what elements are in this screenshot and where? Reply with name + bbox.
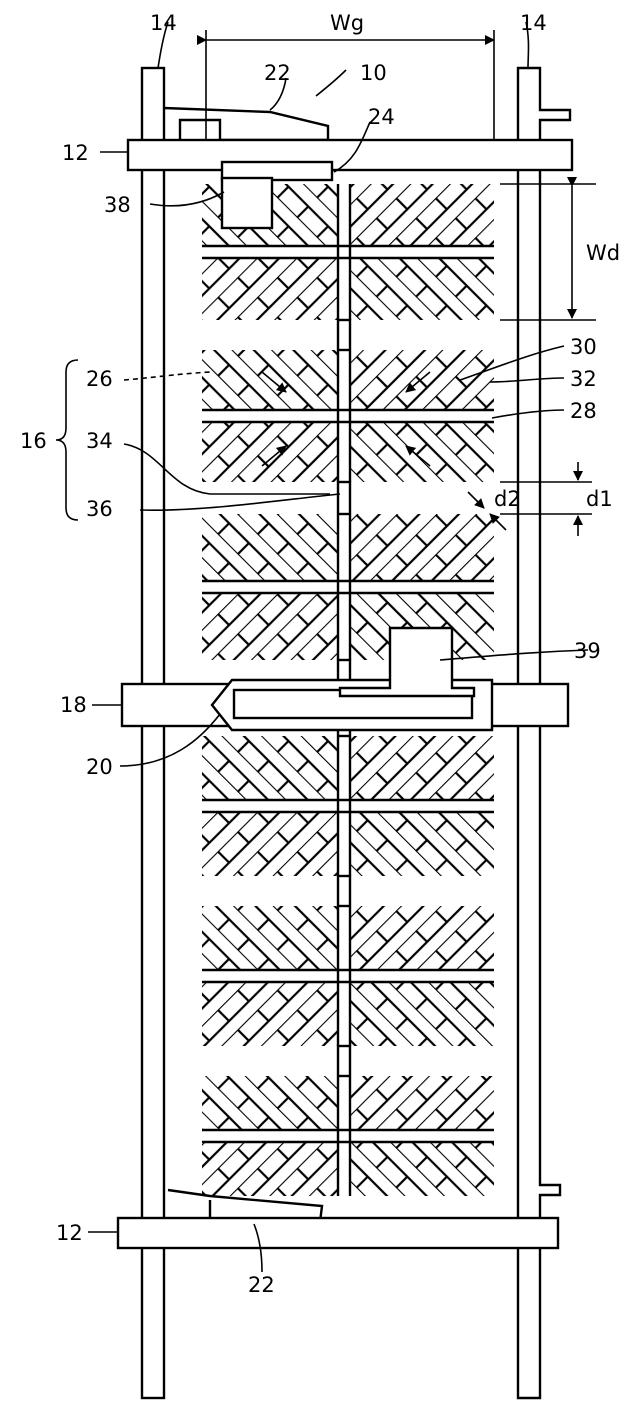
label-22-bottom: 22 xyxy=(248,1273,275,1297)
data-line-left xyxy=(142,68,164,1398)
bracket-16 xyxy=(56,360,78,520)
label-36: 36 xyxy=(86,497,113,521)
tft-top xyxy=(164,108,328,140)
gate-line-bottom xyxy=(118,1218,558,1248)
contact-pad-top xyxy=(222,178,272,228)
label-26: 26 xyxy=(86,367,113,391)
quadrant-ll xyxy=(202,982,338,1046)
label-14-left: 14 xyxy=(150,11,177,35)
quadrant-ul xyxy=(202,1076,338,1130)
domain-connector xyxy=(338,482,350,514)
label-39: 39 xyxy=(574,639,601,663)
data-line-right xyxy=(518,68,570,1398)
quadrant-lr xyxy=(350,258,494,320)
quadrant-lr xyxy=(350,1142,494,1196)
label-32: 32 xyxy=(570,367,597,391)
label-wd: Wd xyxy=(586,241,620,265)
electrode-domain xyxy=(202,906,494,1046)
quadrant-ll xyxy=(202,258,338,320)
label-14-right: 14 xyxy=(520,11,547,35)
quadrant-ul xyxy=(202,906,338,970)
label-18: 18 xyxy=(60,693,87,717)
domain-connector xyxy=(338,1046,350,1076)
d2-arrow xyxy=(468,492,484,508)
label-d2: d2 xyxy=(494,487,521,511)
quadrant-ul xyxy=(202,736,338,800)
label-28: 28 xyxy=(570,399,597,423)
domain-connector xyxy=(338,320,350,350)
quadrant-lr xyxy=(350,812,494,876)
quadrant-ur xyxy=(350,184,494,246)
label-24: 24 xyxy=(368,105,395,129)
label-wg: Wg xyxy=(330,11,364,35)
label-30: 30 xyxy=(570,335,597,359)
label-12-top: 12 xyxy=(62,141,89,165)
electrode-domain xyxy=(202,1076,494,1196)
quadrant-ll xyxy=(202,593,338,660)
quadrant-ur xyxy=(350,350,494,410)
quadrant-ur xyxy=(350,906,494,970)
electrode-domain xyxy=(202,350,494,482)
quadrant-lr xyxy=(350,982,494,1046)
label-38: 38 xyxy=(104,193,131,217)
domain-connector xyxy=(338,876,350,906)
label-22-top: 22 xyxy=(264,61,291,85)
quadrant-ll xyxy=(202,1142,338,1196)
quadrant-ur xyxy=(350,1076,494,1130)
label-20: 20 xyxy=(86,755,113,779)
quadrant-ll xyxy=(202,422,338,482)
quadrant-ur xyxy=(350,736,494,800)
electrode-domain xyxy=(202,736,494,876)
quadrant-ur xyxy=(350,514,494,581)
quadrant-lr xyxy=(350,422,494,482)
label-34: 34 xyxy=(86,429,113,453)
quadrant-ul xyxy=(202,514,338,581)
label-16: 16 xyxy=(20,429,47,453)
label-d1: d1 xyxy=(586,487,613,511)
label-12-bottom: 12 xyxy=(56,1221,83,1245)
quadrant-ul xyxy=(202,350,338,410)
gate-line-top xyxy=(128,140,572,170)
quadrant-ll xyxy=(202,812,338,876)
label-10: 10 xyxy=(360,61,387,85)
